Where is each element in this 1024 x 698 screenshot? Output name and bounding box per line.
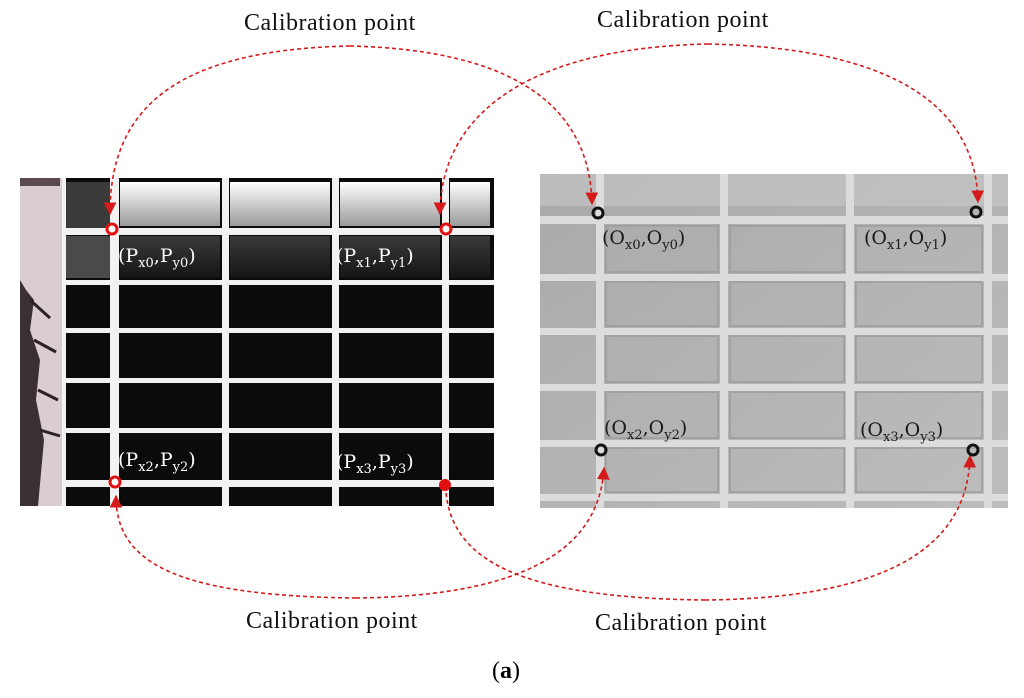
left-visible-image [20, 178, 494, 506]
arrow-bottom-right-to-o3 [704, 454, 977, 601]
arrow-top-left-to-o0 [349, 45, 599, 206]
p2-marker [108, 475, 122, 489]
label-o3: (Ox3,Oy3) [860, 419, 943, 445]
label-o2: (Ox2,Oy2) [604, 417, 687, 443]
o0-marker [591, 206, 605, 220]
left-markers [105, 222, 453, 491]
connection-arrows [103, 43, 985, 601]
arrow-top-left-to-p0 [103, 45, 351, 216]
caption-bottom-left: Calibration point [246, 608, 418, 634]
arrow-bottom-left-to-p2 [109, 494, 357, 599]
figure-label: (a) [492, 658, 520, 684]
p3-marker [439, 479, 451, 491]
caption-top-right: Calibration point [597, 7, 769, 33]
right-thermal-image [540, 174, 1008, 508]
right-markers [591, 205, 983, 457]
p1-marker [439, 222, 453, 236]
label-o1: (Ox1,Oy1) [864, 227, 947, 253]
arrow-top-right-to-p1 [433, 43, 709, 216]
o3-marker [966, 443, 980, 457]
caption-bottom-right: Calibration point [595, 610, 767, 636]
arrow-bottom-left-to-o2 [355, 466, 610, 599]
o2-marker [594, 443, 608, 457]
p0-marker [105, 222, 119, 236]
arrow-top-right-to-o1 [707, 43, 985, 204]
label-p2: (Px2,Py2) [118, 449, 196, 475]
caption-top-left: Calibration point [244, 10, 416, 36]
o1-marker [969, 205, 983, 219]
arrow-bottom-right-from-p3 [445, 491, 706, 601]
